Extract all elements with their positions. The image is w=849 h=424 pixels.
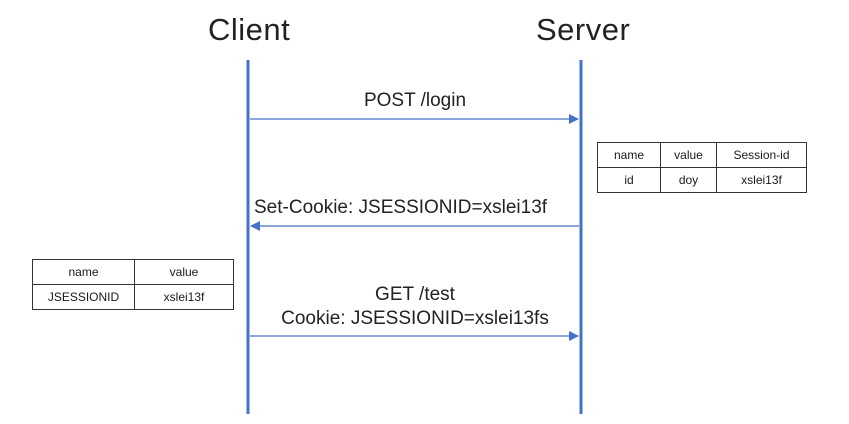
table-cell: id bbox=[597, 167, 661, 193]
get-test-request-line: GET /test bbox=[375, 284, 455, 305]
login-request-label: POST /login bbox=[363, 90, 467, 111]
table-cell: doy bbox=[660, 167, 717, 193]
cookie-header-line: Cookie: JSESSIONID=xslei13fs bbox=[281, 308, 549, 329]
table-row: JSESSIONID xslei13f bbox=[32, 284, 234, 310]
table-row: id doy xslei13f bbox=[597, 167, 807, 193]
client-lane-title: Client bbox=[208, 12, 291, 47]
client-cookie-table: name value JSESSIONID xslei13f bbox=[32, 259, 234, 310]
table-cell: xslei13f bbox=[134, 284, 234, 310]
get-test-request-label: GET /test Cookie: JSESSIONID=xslei13fs bbox=[250, 283, 580, 331]
set-cookie-response-label: Set-Cookie: JSESSIONID=xslei13f bbox=[254, 197, 548, 218]
table-header-cell: value bbox=[134, 259, 234, 285]
table-header-cell: value bbox=[660, 142, 717, 168]
table-header-cell: Session-id bbox=[716, 142, 807, 168]
table-header-row: name value bbox=[32, 259, 234, 285]
server-lane-title: Server bbox=[536, 12, 631, 47]
table-cell: JSESSIONID bbox=[32, 284, 135, 310]
table-header-row: name value Session-id bbox=[597, 142, 807, 168]
table-cell: xslei13f bbox=[716, 167, 807, 193]
server-session-table: name value Session-id id doy xslei13f bbox=[597, 142, 807, 193]
table-header-cell: name bbox=[597, 142, 661, 168]
table-header-cell: name bbox=[32, 259, 135, 285]
